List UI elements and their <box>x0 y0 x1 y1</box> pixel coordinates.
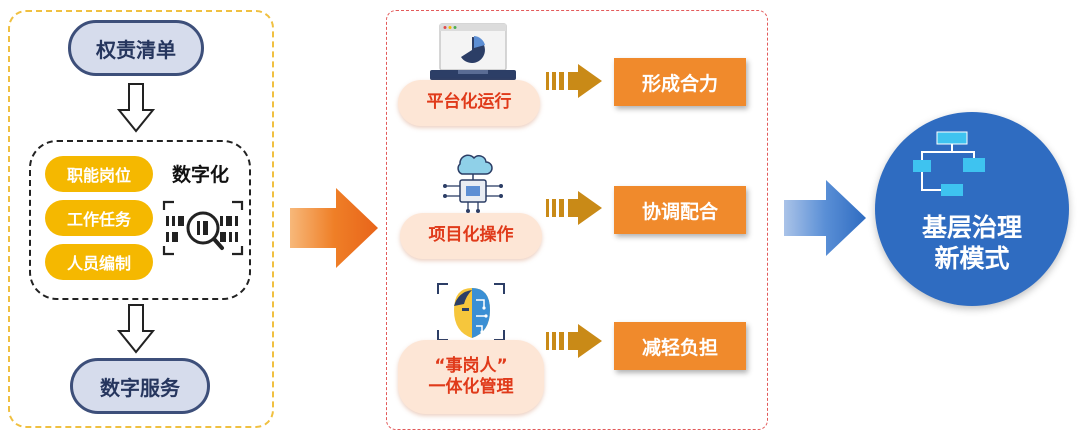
coordination-label: 协调配合 <box>641 200 718 223</box>
digital-service-pill: 数字服务 <box>70 358 210 414</box>
coordination-box: 协调配合 <box>614 186 746 234</box>
monitor-chart-icon <box>430 23 516 80</box>
down-arrow-icon <box>116 83 156 133</box>
cloud-chip-icon <box>443 154 503 213</box>
reduce-burden-label: 减轻负担 <box>641 336 718 359</box>
striped-arrow-icon-3 <box>546 324 602 358</box>
job-position-label: 职能岗位 <box>66 166 131 185</box>
form-synergy-label: 形成合力 <box>641 72 718 95</box>
accountability-list-pill: 权责清单 <box>68 20 204 76</box>
result-line2: 新模式 <box>934 244 1010 274</box>
reduce-burden-box: 减轻负担 <box>614 322 746 370</box>
barcode-magnifier-icon <box>162 200 244 256</box>
big-blue-arrow-icon <box>784 180 866 256</box>
flowchart-icon <box>913 131 985 196</box>
project-operation-pill: 项目化操作 <box>400 213 542 259</box>
accountability-list-label: 权责清单 <box>96 37 176 62</box>
result-text: 基层治理 新模式 <box>875 212 1069 275</box>
staffing-label: 人员编制 <box>66 254 131 273</box>
integrated-management-pill: “事岗人” 一体化管理 <box>398 340 544 414</box>
form-synergy-box: 形成合力 <box>614 58 746 106</box>
middle-panel <box>386 10 768 430</box>
digitization-box <box>29 140 251 300</box>
digital-service-label: 数字服务 <box>100 375 180 400</box>
ai-face-icon <box>437 283 505 341</box>
staffing-pill: 人员编制 <box>45 244 153 280</box>
left-panel <box>8 10 274 428</box>
project-operation-label: 项目化操作 <box>428 225 514 246</box>
new-governance-model-circle: 基层治理 新模式 <box>875 112 1069 306</box>
striped-arrow-icon-1 <box>546 64 602 98</box>
striped-arrow-icon-2 <box>546 191 602 225</box>
work-task-label: 工作任务 <box>66 210 131 229</box>
integrated-management-label-line1: “事岗人” <box>434 355 508 376</box>
work-task-pill: 工作任务 <box>45 200 153 236</box>
result-line1: 基层治理 <box>921 213 1022 242</box>
big-orange-arrow-icon <box>290 188 378 268</box>
integrated-management-label-line2: 一体化管理 <box>428 377 514 397</box>
platform-operation-pill: 平台化运行 <box>398 80 540 126</box>
job-position-pill: 职能岗位 <box>45 156 153 192</box>
digitization-title: 数字化 <box>172 164 230 186</box>
platform-operation-label: 平台化运行 <box>426 92 512 113</box>
down-arrow-icon-2 <box>116 304 156 354</box>
